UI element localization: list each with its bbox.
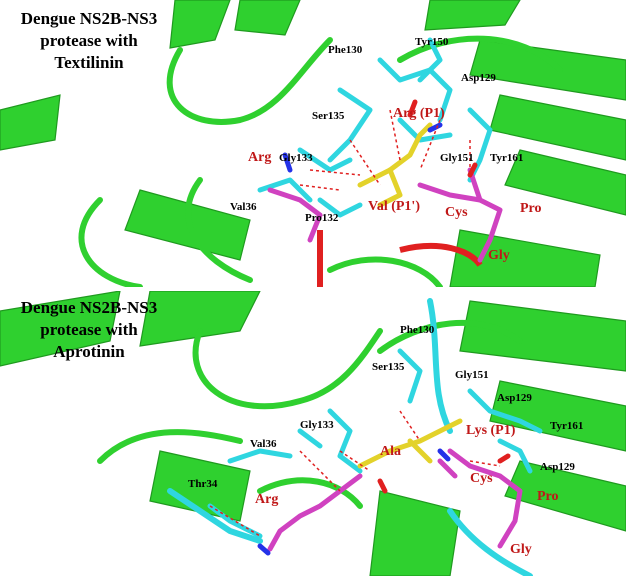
title-line-1: Dengue NS2B-NS3 xyxy=(20,298,158,317)
label-asp129-second: Asp129 xyxy=(540,461,575,473)
atom-stubs xyxy=(257,448,511,556)
label-asp129: Asp129 xyxy=(497,392,532,404)
title-line-2: protease with xyxy=(40,320,138,339)
label-phe130: Phe130 xyxy=(400,324,435,336)
label-pro: Pro xyxy=(520,201,542,216)
hydrogen-bonds xyxy=(299,109,471,191)
label-gly151: Gly151 xyxy=(455,369,489,381)
label-gly133: Gly133 xyxy=(279,152,313,164)
label-gly133: Gly133 xyxy=(300,419,334,431)
label-val36: Val36 xyxy=(250,438,277,450)
protein-loops xyxy=(97,319,523,509)
label-arg-p1: Arg (P1) xyxy=(393,106,445,121)
label-val-p1prime: Val (P1') xyxy=(368,199,420,214)
label-gly: Gly xyxy=(488,248,510,263)
label-cys: Cys xyxy=(470,471,493,486)
p1-sticks xyxy=(357,122,433,208)
label-cys: Cys xyxy=(445,205,468,220)
label-pro: Pro xyxy=(537,489,559,504)
panel-aprotinin: Dengue NS2B-NS3 protease with Aprotinin … xyxy=(0,291,626,576)
protease-sticks xyxy=(207,348,543,539)
label-asp129: Asp129 xyxy=(461,72,496,84)
protein-cartoon xyxy=(0,291,626,576)
label-gly: Gly xyxy=(510,542,532,557)
panel-textilinin: Dengue NS2B-NS3 protease with Textilinin… xyxy=(0,0,626,287)
protein-loops xyxy=(78,35,563,287)
label-pro132: Pro132 xyxy=(305,212,339,224)
inhibitor-sticks xyxy=(267,448,523,552)
title-line-3: Aprotinin xyxy=(53,342,125,361)
label-ser135: Ser135 xyxy=(312,110,345,122)
panel-title: Dengue NS2B-NS3 protease with Textilinin xyxy=(4,8,174,74)
title-line-3: Textilinin xyxy=(54,53,124,72)
protease-sticks xyxy=(257,37,493,218)
title-line-1: Dengue NS2B-NS3 xyxy=(20,9,158,28)
label-arg: Arg xyxy=(248,150,272,165)
structure-render-top xyxy=(0,0,626,287)
atom-stubs xyxy=(282,99,478,178)
label-phe130: Phe130 xyxy=(328,44,363,56)
label-gly151: Gly151 xyxy=(440,152,474,164)
label-tyr150: Tyr150 xyxy=(415,36,449,48)
title-line-2: protease with xyxy=(40,31,138,50)
structure-render-bottom xyxy=(0,291,626,576)
panel-title: Dengue NS2B-NS3 protease with Aprotinin xyxy=(4,297,174,363)
label-tyr161: Tyr161 xyxy=(550,420,584,432)
label-ser135: Ser135 xyxy=(372,361,405,373)
label-val36: Val36 xyxy=(230,201,257,213)
label-ala: Ala xyxy=(380,444,401,459)
hydrogen-bonds xyxy=(209,410,501,537)
label-lys-p1: Lys (P1) xyxy=(466,423,516,438)
helix-red xyxy=(317,230,483,287)
label-arg: Arg xyxy=(255,492,279,507)
protein-loops-cyan xyxy=(167,298,533,576)
label-thr34: Thr34 xyxy=(188,478,218,490)
label-tyr161: Tyr161 xyxy=(490,152,524,164)
